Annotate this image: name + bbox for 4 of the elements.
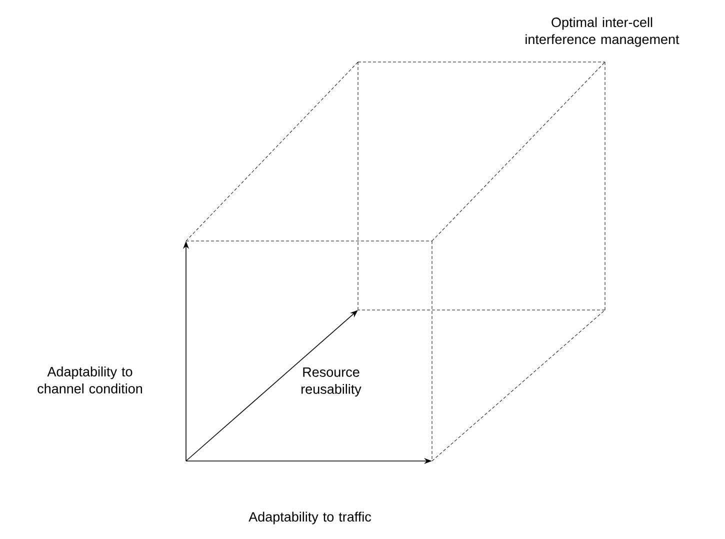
axis-label: Optimal inter-cell interference management	[526, 17, 680, 47]
axis-label: Adaptability to traffic	[248, 512, 372, 524]
axis-label: Adaptability to channel condition	[38, 366, 142, 394]
axis-label: Resource reusability	[302, 367, 362, 397]
